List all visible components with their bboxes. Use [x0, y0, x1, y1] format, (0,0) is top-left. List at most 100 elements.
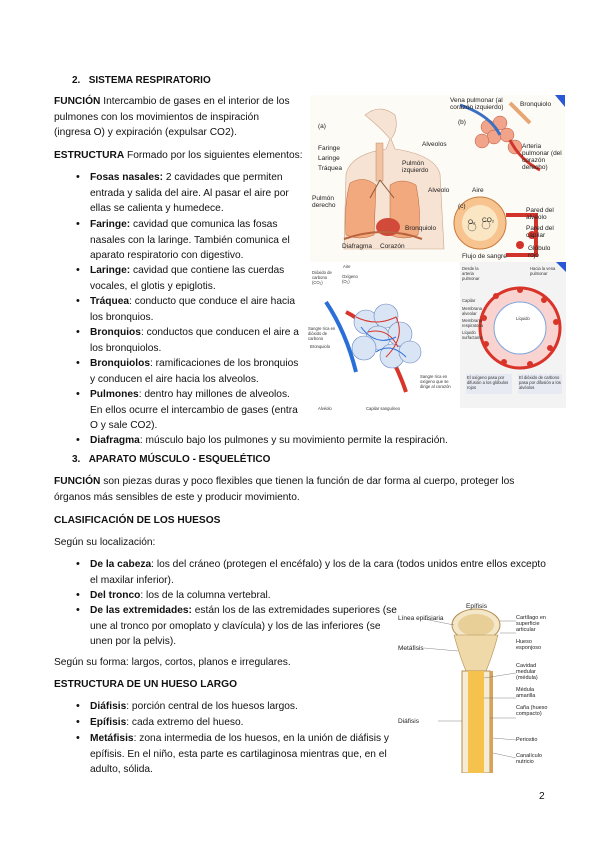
fig-label: (a) [318, 123, 326, 130]
bone-figure: Epífisis Línea epifisiaria Cartílago en … [398, 603, 560, 774]
fig-label: Pulmón derecho [312, 195, 336, 209]
respiratory-illustration [343, 95, 565, 257]
membrane-illustration [466, 262, 566, 394]
bone-label: Cavidad medular (médula) [516, 663, 538, 681]
section3-heading: 3. APARATO MÚSCULO - ESQUELÉTICO [72, 452, 270, 468]
fig-label: Bronquiolo [405, 225, 437, 232]
fig-label: Oxígeno (O₂) [342, 274, 358, 284]
bone-label: Médula amarilla [516, 687, 536, 699]
bone-label: Línea epifisiaria [398, 615, 444, 622]
bone-label: Periostio [516, 737, 538, 743]
item-term: Tráquea [90, 296, 130, 307]
funcion-line: Intercambio de gases en el interior de l… [100, 96, 290, 107]
item-line: 2 cavidades que permiten [163, 172, 283, 183]
section3-title: APARATO MÚSCULO - ESQUELÉTICO [88, 454, 271, 465]
fig-label: Bronquiolo [310, 344, 331, 349]
estructura-hueso-title: ESTRUCTURA DE UN HUESO LARGO [54, 679, 238, 690]
fig-label: Tráquea [318, 165, 342, 172]
item-line: : cada extremo del hueso. [126, 717, 244, 728]
item-line: : dentro hay millones de alveolos. [138, 389, 290, 400]
item-term: Fosas nasales: [90, 172, 164, 183]
fig-label: Alvéolo [318, 406, 332, 411]
list-item: Bronquiolos: ramificaciones de los bronq… [76, 356, 300, 387]
fig-label: Flujo de sangre [462, 253, 507, 260]
item-line: : músculo bajo los pulmones y su movimie… [139, 435, 448, 446]
fig-label: Glóbulo rojo [528, 245, 551, 259]
fig-label: Sangre rica en oxígeno que se dirige al … [420, 374, 451, 389]
fig-label: Pared del alvéolo [526, 207, 554, 221]
bone-label: Hueso esponjoso [516, 639, 542, 651]
fig-label: Pulmón izquierdo [402, 160, 429, 174]
fig-label: El dióxido de carbono pasa por difusión … [519, 375, 561, 390]
alveoli-illustration [324, 300, 422, 393]
fig-label: Dióxido de carbono (CO₂) [312, 270, 332, 285]
fig-label: Diafragma [342, 243, 372, 250]
list-item: De las extremidades: están los de las ex… [76, 603, 400, 650]
section3-funcion: FUNCIÓN son piezas duras y poco flexible… [54, 474, 554, 505]
fig-label: Sangre rica en dióxido de carbono [308, 326, 336, 341]
fig-label: Capilar sanguíneo [366, 406, 400, 411]
list-item: De la cabeza: los del cráneo (protegen e… [76, 557, 550, 588]
list-item: Del tronco: los de la columna vertebral. [76, 588, 390, 604]
bone-label: Canalículo nutricio [516, 753, 542, 765]
item-term: Bronquios [90, 327, 141, 338]
clasificacion-title: CLASIFICACIÓN DE LOS HUESOS [54, 515, 221, 526]
section3-number: 3. [72, 454, 81, 465]
fig-label: Alveolos [422, 141, 447, 148]
fig-label: Corazón [380, 243, 405, 250]
item-line: epífisis. En el niño, esta parte es cart… [90, 748, 387, 760]
item-term: Epífisis [90, 717, 127, 728]
fig-label: Desde la arteria pulmonar [462, 266, 480, 281]
item-line: adulto, sólida. [90, 764, 153, 776]
item-line: : porción central de los huesos largos. [126, 701, 298, 712]
item-line: los bronquios. [90, 311, 154, 323]
item-line: : conductos que conducen el aire a [140, 327, 299, 338]
bone-illustration [423, 608, 517, 774]
item-term: Laringe: [90, 265, 131, 276]
fig-label: Pared del capilar [526, 225, 554, 239]
item-term: Bronquiolos [90, 358, 150, 369]
fig-label: Laringe [318, 155, 340, 162]
item-line: los bronquiolos. [90, 342, 162, 354]
funcion-line: (ingresa O) y expiración (expulsar CO2). [54, 127, 237, 139]
list-item: Tráquea: conducto que conduce el aire ha… [76, 294, 300, 325]
item-term: Diafragma [90, 435, 140, 446]
item-line: entrada y salida del aire. Al pasar el a… [90, 187, 289, 199]
fig-label: Faringe [318, 145, 341, 152]
section2-funcion: FUNCIÓN Intercambio de gases en el inter… [54, 94, 314, 141]
section2-estructura: ESTRUCTURA Formado por los siguientes el… [54, 148, 303, 164]
fig-label: O₂ [468, 219, 476, 226]
item-term: Diáfisis [90, 701, 127, 712]
funcion-label: FUNCIÓN [54, 476, 101, 487]
fig-label: Membrana alveolar [462, 306, 483, 316]
segun-forma: Según su forma: largos, cortos, planos e… [54, 657, 291, 668]
item-line: ellas se calienta y humedece. [90, 203, 224, 215]
bone-label: Metáfisis [398, 645, 424, 652]
bone-label: Epífisis [466, 603, 487, 610]
fig-label: Membrana respiratoria [462, 318, 483, 328]
item-line: aparato respiratorio con digestivo. [90, 250, 244, 262]
list-item: Laringe: cavidad que contiene las cuerda… [76, 263, 300, 294]
fig-label: Hacia la vena pulmonar [530, 266, 556, 276]
item-term: De la cabeza [90, 559, 152, 570]
item-line: vocales, el glotis y epiglotis. [90, 280, 216, 292]
page-number: 2 [539, 791, 545, 802]
item-line: : conducto que conduce el aire hacia [129, 296, 296, 307]
item-line: une al tronco por omoplato y clavícula) … [90, 620, 381, 632]
list-item: Pulmones: dentro hay millones de alveolo… [76, 387, 310, 434]
fig-label: Líquido [516, 316, 530, 321]
fig-label: CO₂ [482, 217, 495, 224]
fig-label: Aire [343, 264, 351, 269]
fig-label: El oxígeno pasa por difusión a los glóbu… [467, 375, 509, 390]
respiratory-figure: (a) (b) (c) Faringe Laringe Tráquea Pulm… [310, 95, 565, 265]
fig-label: Bronquiolo [520, 101, 552, 108]
item-line: están los de las extremidades superiores… [191, 605, 397, 616]
fig-label: Alveolo [428, 187, 450, 194]
bone-label: Diáfisis [398, 718, 419, 725]
fig-label: Capilar [462, 298, 476, 303]
list-item: Diafragma: músculo bajo los pulmones y s… [76, 433, 510, 449]
item-line: O y sale CO2). [90, 420, 158, 432]
segun-localizacion: Según su localización: [54, 537, 156, 548]
funcion-line: son piezas duras y poco flexibles que ti… [100, 476, 515, 487]
item-line: nasales con la laringe. También comunica… [90, 234, 290, 246]
